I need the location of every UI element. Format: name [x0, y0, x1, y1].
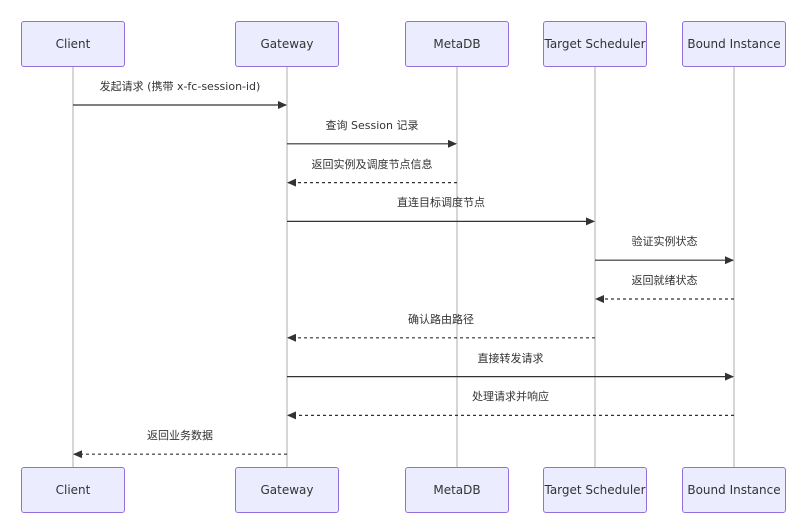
message-label-7: 确认路由路径 [408, 312, 474, 326]
participant-bound-top: Bound Instance [682, 21, 786, 67]
message-label-9: 处理请求并响应 [472, 390, 549, 404]
participant-label: MetaDB [433, 483, 481, 497]
participant-label: Gateway [260, 37, 314, 51]
message-label-1: 发起请求 (携带 x-fc-session-id) [99, 80, 261, 93]
participant-label: Bound Instance [687, 483, 781, 497]
message-label-4: 直连目标调度节点 [397, 196, 485, 210]
message-label-8: 直接转发请求 [477, 351, 544, 365]
participant-label: Target Scheduler [544, 483, 646, 497]
participant-label: Target Scheduler [544, 37, 646, 51]
participant-label: Client [55, 483, 91, 497]
participant-bound-bottom: Bound Instance [682, 467, 786, 513]
message-label-2: 查询 Session 记录 [325, 118, 419, 132]
message-label-5: 验证实例状态 [631, 235, 698, 249]
participant-target-bottom: Target Scheduler [543, 467, 647, 513]
participant-label: Client [55, 37, 91, 51]
participant-client-bottom: Client [21, 467, 125, 513]
message-label-10: 返回业务数据 [147, 429, 213, 443]
participant-metadb-top: MetaDB [405, 21, 509, 67]
participant-label: Gateway [260, 483, 314, 497]
participant-gateway-top: Gateway [235, 21, 339, 67]
participant-target-top: Target Scheduler [543, 21, 647, 67]
message-label-6: 返回就绪状态 [631, 274, 698, 287]
participant-client-top: Client [21, 21, 125, 67]
participant-label: Bound Instance [687, 37, 781, 51]
participant-metadb-bottom: MetaDB [405, 467, 509, 513]
participant-gateway-bottom: Gateway [235, 467, 339, 513]
participant-label: MetaDB [433, 37, 481, 51]
message-label-3: 返回实例及调度节点信息 [311, 157, 433, 171]
